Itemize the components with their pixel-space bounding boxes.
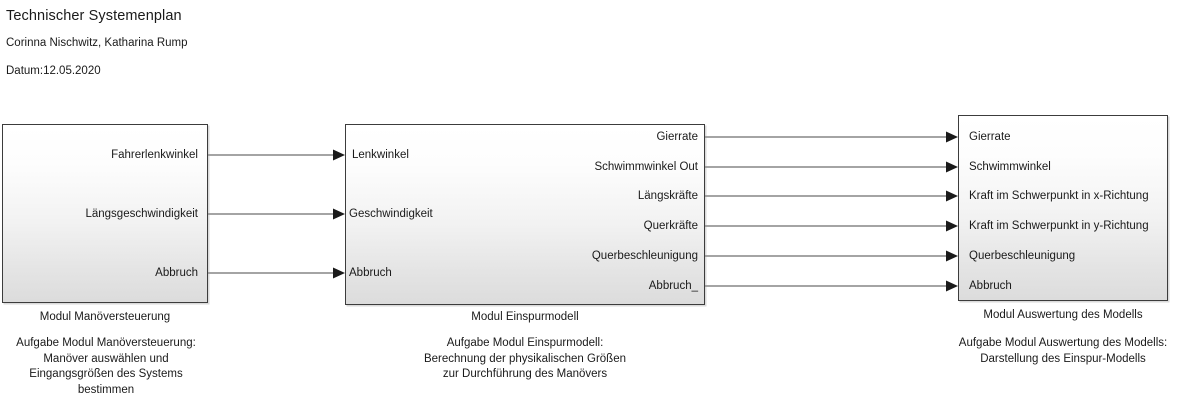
port-in-geschwindigkeit: Geschwindigkeit <box>349 208 433 220</box>
block-modul-einspurmodell[interactable] <box>345 124 705 305</box>
wire-laengsgeschwindigkeit-to-geschwindigkeit <box>208 208 345 220</box>
block-caption-manoeversteuerung: Modul Manöversteuerung <box>39 311 171 323</box>
port-out-laengskraefte: Längskräfte <box>637 190 698 202</box>
task-line: Berechnung der physikalischen Größen <box>423 352 626 365</box>
port-in-querbeschleunigung: Querbeschleunigung <box>969 250 1076 262</box>
port-in-kraft-schwerpunkt-x: Kraft im Schwerpunkt in x-Richtung <box>969 190 1149 202</box>
block-caption-einspurmodell: Modul Einspurmodell <box>471 311 579 323</box>
port-in-abbruch: Abbruch <box>969 280 1012 292</box>
port-in-abbruch: Abbruch <box>349 267 392 279</box>
task-line: Darstellung des Einspur-Modells <box>980 352 1146 365</box>
task-line: zur Durchführung des Manövers <box>442 368 608 380</box>
port-out-abbruch-underscore: Abbruch_ <box>648 280 698 292</box>
task-line: Manöver auswählen und <box>43 352 169 365</box>
block-task-einspurmodell: Aufgabe Modul Einspurmodell: Berechnung … <box>335 336 715 383</box>
wire-querkraefte-to-kraft-y <box>705 220 958 232</box>
wire-schwimmwinkel-out-to-schwimmwinkel <box>705 161 958 173</box>
task-line: Eingangsgrößen des Systems <box>29 368 183 380</box>
page-title: Technischer Systemenplan <box>6 8 182 24</box>
block-task-manoeversteuerung: Aufgabe Modul Manöversteuerung: Manöver … <box>0 336 212 398</box>
port-out-querkraefte: Querkräfte <box>643 220 698 232</box>
wire-abbruch-underscore-to-abbruch <box>705 280 958 292</box>
task-line: Aufgabe Modul Einspurmodell: <box>446 337 604 349</box>
port-out-querbeschleunigung: Querbeschleunigung <box>591 250 698 262</box>
wire-gierrate-to-gierrate <box>705 131 958 143</box>
block-modul-auswertung-des-modells[interactable] <box>958 115 1168 301</box>
port-in-lenkwinkel: Lenkwinkel <box>352 149 409 161</box>
wire-fahrerlenkwinkel-to-lenkwinkel <box>208 149 345 161</box>
wire-querbeschleunigung-to-querbeschleunigung <box>705 250 958 262</box>
port-out-fahrerlenkwinkel: Fahrerlenkwinkel <box>111 149 198 161</box>
port-in-kraft-schwerpunkt-y: Kraft im Schwerpunkt in y-Richtung <box>969 220 1149 232</box>
wire-abbruch-to-abbruch <box>208 267 345 279</box>
wire-laengskraefte-to-kraft-x <box>705 190 958 202</box>
port-out-abbruch: Abbruch <box>155 267 198 279</box>
task-line: Aufgabe Modul Manöversteuerung: <box>16 337 196 349</box>
block-modul-manoeversteuerung[interactable] <box>2 124 208 303</box>
task-line: bestimmen <box>77 383 135 396</box>
port-in-gierrate: Gierrate <box>969 131 1011 143</box>
block-task-auswertung: Aufgabe Modul Auswertung des Modells: Da… <box>930 336 1196 367</box>
task-line: Aufgabe Modul Auswertung des Modells: <box>958 337 1168 349</box>
port-out-gierrate: Gierrate <box>656 131 698 143</box>
port-in-schwimmwinkel: Schwimmwinkel <box>969 161 1051 173</box>
document-authors: Corinna Nischwitz, Katharina Rump <box>6 37 188 49</box>
block-caption-auswertung: Modul Auswertung des Modells <box>983 309 1143 321</box>
port-out-laengsgeschwindigkeit: Längsgeschwindigkeit <box>85 208 198 220</box>
port-out-schwimmwinkel-out: Schwimmwinkel Out <box>594 161 698 173</box>
document-date: Datum:12.05.2020 <box>6 65 101 77</box>
